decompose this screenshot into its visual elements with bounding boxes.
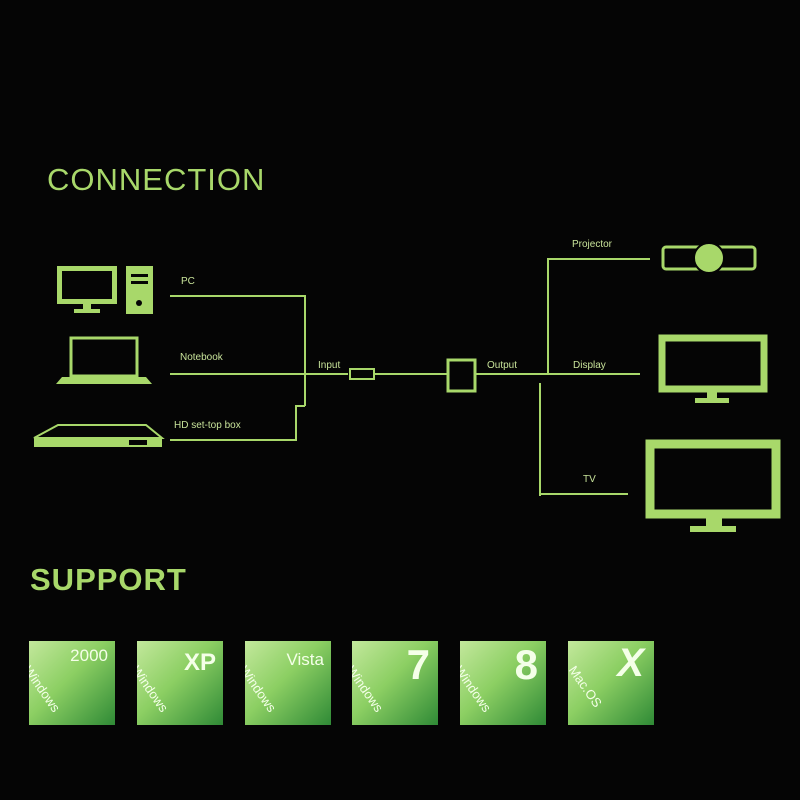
adapter-plug-icon — [349, 368, 375, 380]
os-main-label: XP — [183, 649, 216, 676]
os-sub-label: Windows — [460, 663, 495, 715]
support-title: SUPPORT — [30, 562, 187, 597]
os-badge-windows-7: 7 Windows — [352, 641, 438, 725]
input-label: Input — [318, 360, 340, 371]
os-main-label: 8 — [514, 641, 538, 688]
os-badge-windows-2000: 2000 Windows — [29, 641, 115, 725]
os-main-label: 2000 — [70, 646, 108, 665]
desktop-pc-icon — [57, 266, 153, 314]
os-main-label: X — [617, 641, 644, 685]
tv-icon — [645, 439, 781, 532]
output-label: Output — [487, 360, 517, 371]
os-main-label: Vista — [286, 650, 325, 669]
set-top-box-icon — [33, 424, 165, 447]
input-label-notebook: Notebook — [180, 352, 224, 363]
output-label-tv: TV — [583, 474, 596, 485]
adapter-port-icon — [446, 358, 477, 393]
os-badge-mac-os-x: X Mac.OS — [568, 641, 654, 725]
os-badge-windows-xp: XP Windows — [137, 641, 223, 725]
output-label-projector: Projector — [572, 239, 613, 250]
display-icon — [658, 334, 768, 403]
os-badge-windows-vista: Vista Windows — [245, 641, 331, 725]
input-label-set-top-box: HD set-top box — [174, 420, 241, 431]
input-label-pc: PC — [181, 276, 195, 287]
projector-icon — [661, 242, 757, 274]
os-sub-label: Windows — [352, 663, 387, 715]
os-sub-label: Windows — [137, 663, 172, 715]
os-sub-label: Windows — [245, 663, 280, 715]
os-badge-windows-8: 8 Windows — [460, 641, 546, 725]
connection-title: CONNECTION — [47, 162, 266, 197]
os-sub-label: Mac.OS — [568, 663, 605, 711]
os-main-label: 7 — [406, 641, 430, 688]
dvd-badge: DVD — [132, 441, 143, 447]
notebook-icon — [56, 336, 152, 384]
os-sub-label: Windows — [29, 663, 64, 715]
output-label-display: Display — [573, 360, 606, 371]
